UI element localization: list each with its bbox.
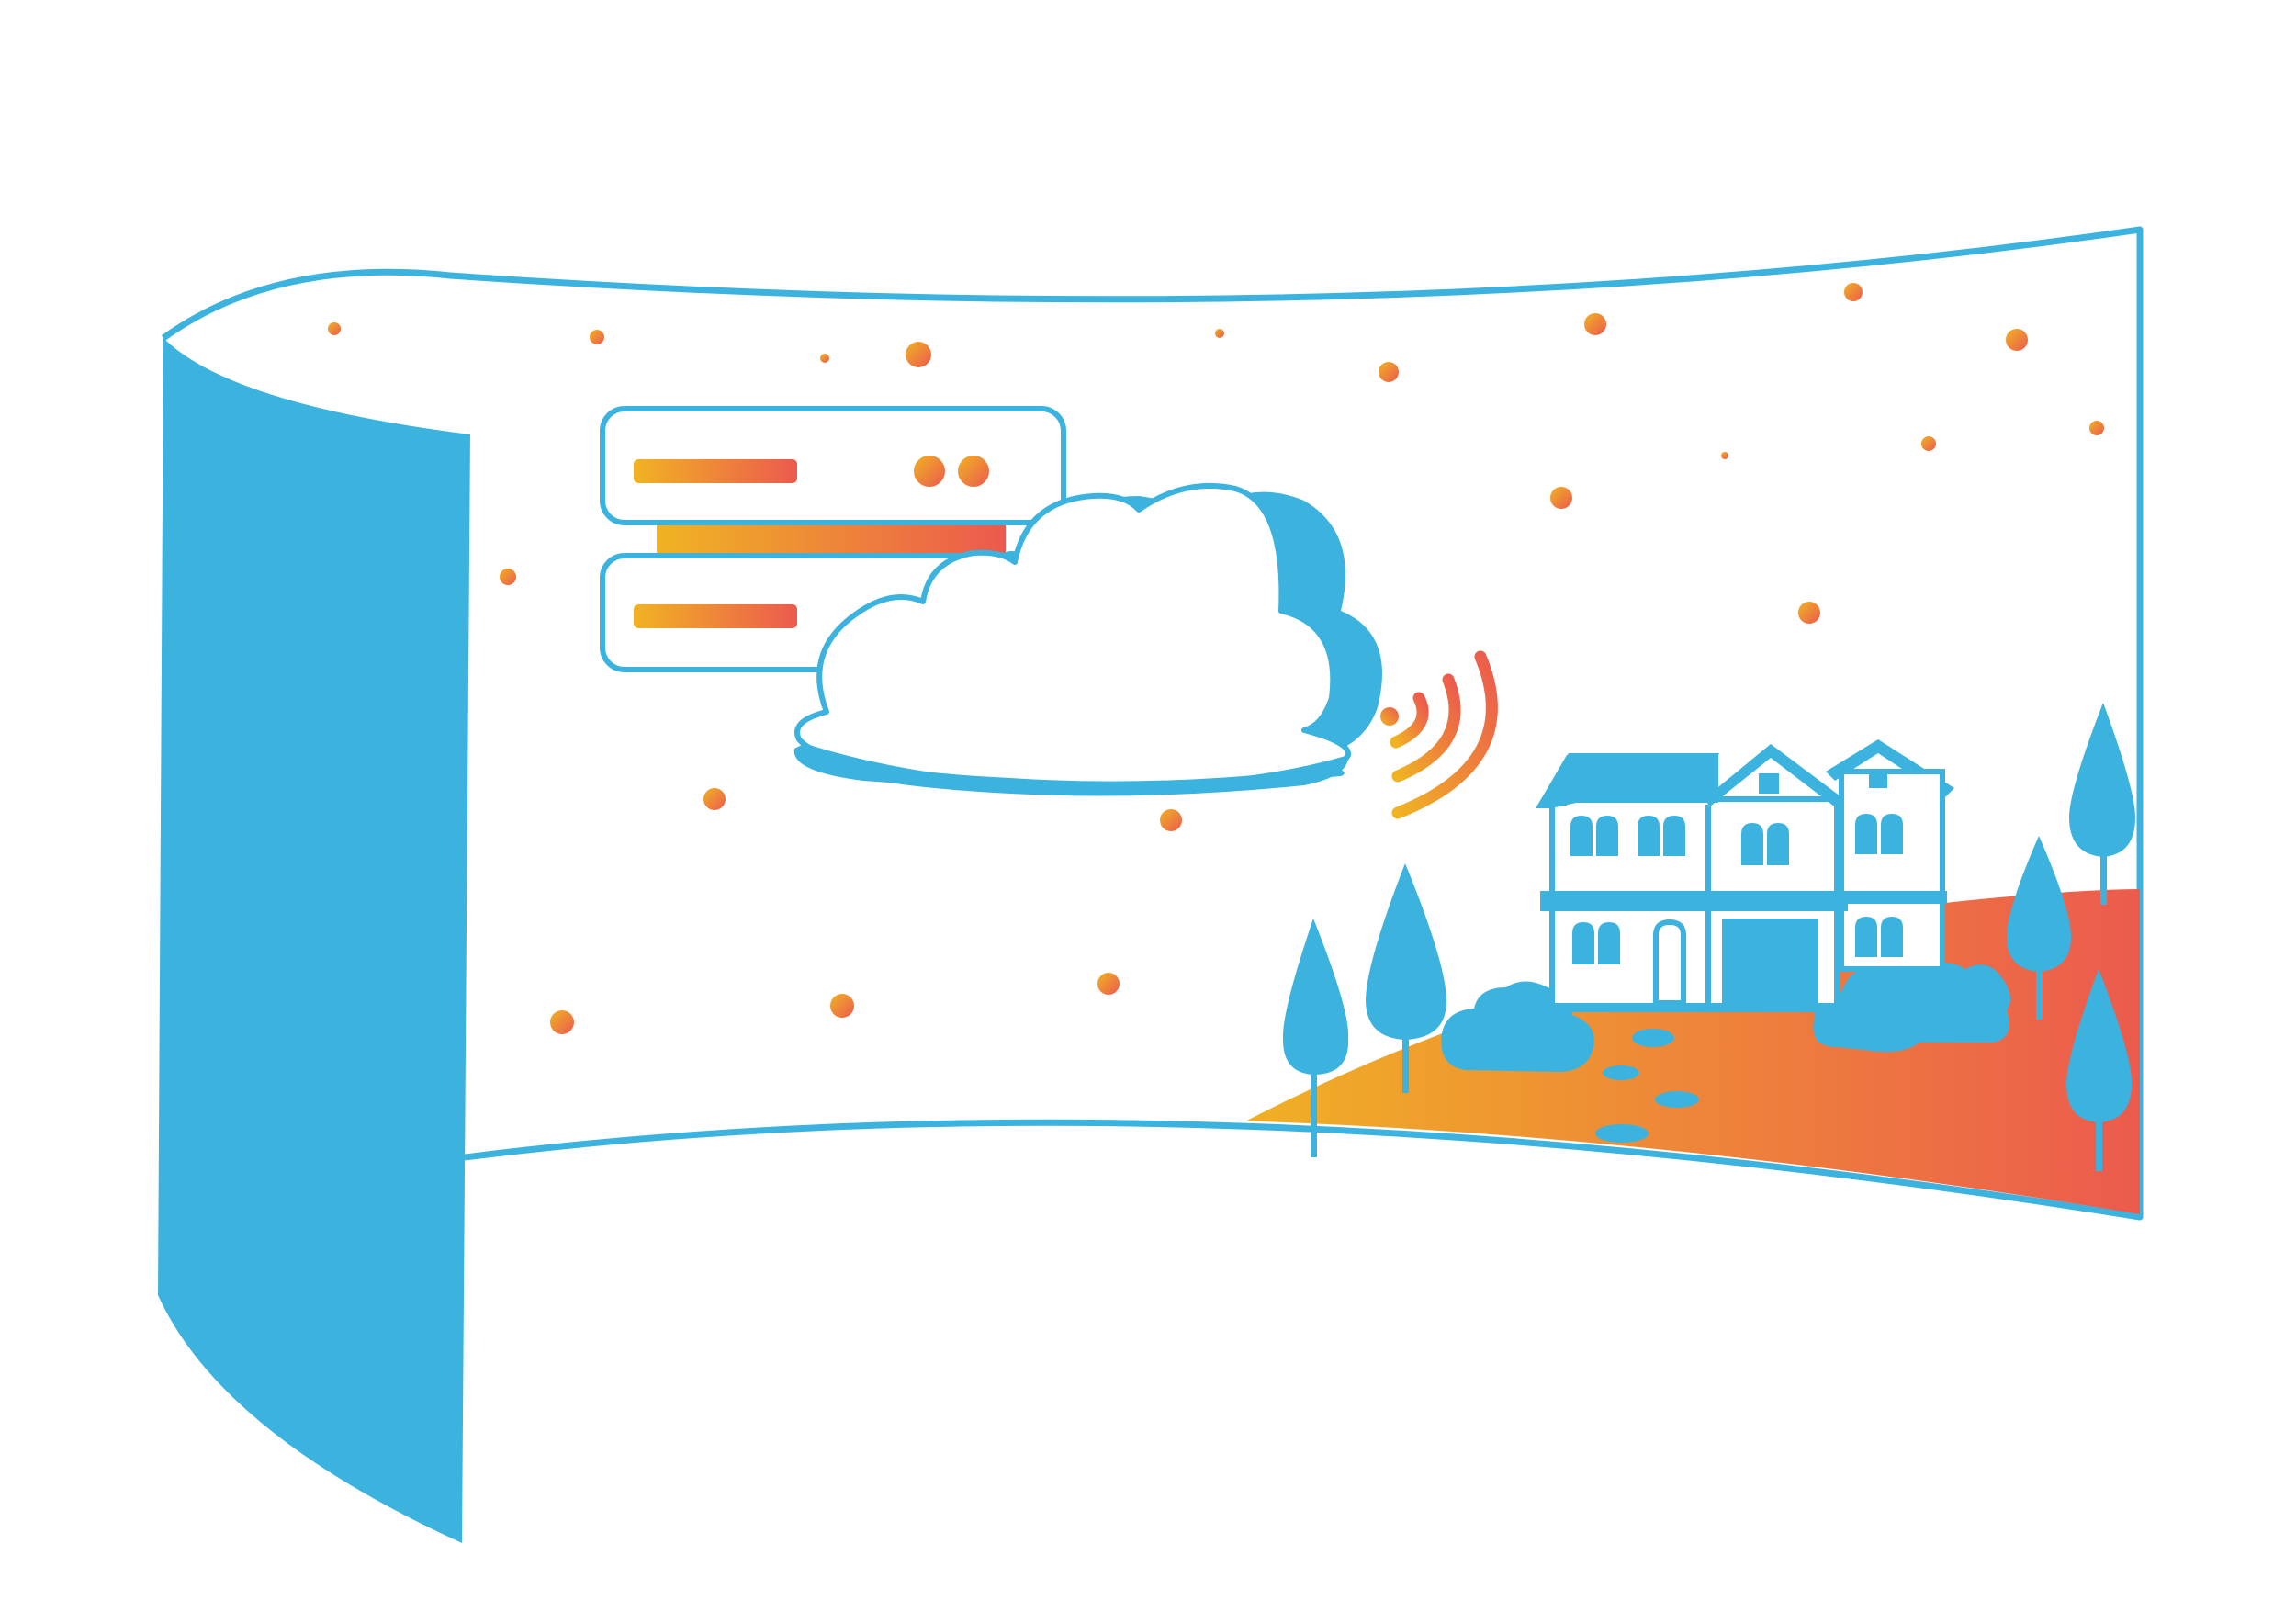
star-dot (1798, 602, 1820, 624)
server-unit-top (600, 406, 1066, 525)
house-windows-upper (1570, 770, 1903, 865)
wifi-signal-icon (1380, 650, 1498, 819)
star-dot (1379, 362, 1399, 382)
wifi-arc-small (1390, 692, 1429, 749)
cloud-body (794, 482, 1351, 787)
house-porch-band (1552, 1003, 1874, 1012)
house-icon (1536, 739, 1954, 1012)
star-dot (2089, 421, 2104, 435)
star-dot (1721, 452, 1728, 459)
curved-screen (158, 226, 2144, 1543)
house-windows-lower (1572, 917, 1903, 964)
wifi-arc-large (1391, 650, 1498, 819)
path-stone (1655, 1091, 1699, 1108)
screen-outline (161, 226, 2144, 1221)
path-stone (1595, 1124, 1649, 1143)
screen-side-panel (158, 338, 470, 1543)
star-dot (1215, 329, 1224, 338)
house-floor-band (1540, 891, 1848, 911)
star-dot (590, 330, 604, 344)
star-dot (906, 342, 931, 367)
star-dot (328, 322, 341, 335)
star-dot (1844, 283, 1863, 301)
house-garage-door (1722, 919, 1818, 1006)
bush-right (1813, 963, 2010, 1053)
server-stack-bar (657, 524, 1006, 553)
star-dot (1097, 973, 1120, 995)
tree-icon (1366, 863, 1446, 1093)
star-dot (1550, 487, 1572, 509)
star-dot (2006, 329, 2028, 351)
server-led (914, 456, 945, 487)
tree-icon (1282, 919, 1349, 1157)
trees (1282, 703, 2135, 1171)
star-dot (550, 1010, 574, 1034)
star-dot (830, 994, 854, 1018)
wifi-dot (1380, 707, 1399, 726)
star-dot (500, 569, 516, 585)
star-dot (1921, 436, 1936, 451)
cloud-base-stripe (801, 742, 1349, 796)
tree-icon (2007, 836, 2071, 1020)
house-roof-band (1567, 755, 1718, 803)
star-dots (328, 283, 2104, 1034)
star-dot (703, 788, 726, 810)
server-indicator-bar (634, 604, 797, 628)
house-roof-slope (1537, 755, 1567, 806)
server-indicator-bar (634, 459, 797, 483)
wifi-arc-medium (1391, 673, 1461, 783)
house-divider (1705, 805, 1711, 1005)
server-led (958, 456, 989, 487)
star-dot (1160, 809, 1182, 831)
cloud-icon (793, 482, 1382, 796)
star-dot (1584, 313, 1606, 335)
house-wing-roof (1826, 739, 1954, 797)
path-stone (1603, 1065, 1639, 1080)
tree-icon (2069, 703, 2135, 905)
tree-icon (2066, 969, 2133, 1171)
house-floor-band-wing (1837, 891, 1947, 904)
path-stone (1632, 1029, 1674, 1047)
star-dot (820, 354, 829, 363)
house-front-door (1653, 919, 1686, 1006)
house-gable-roof (1704, 744, 1844, 808)
